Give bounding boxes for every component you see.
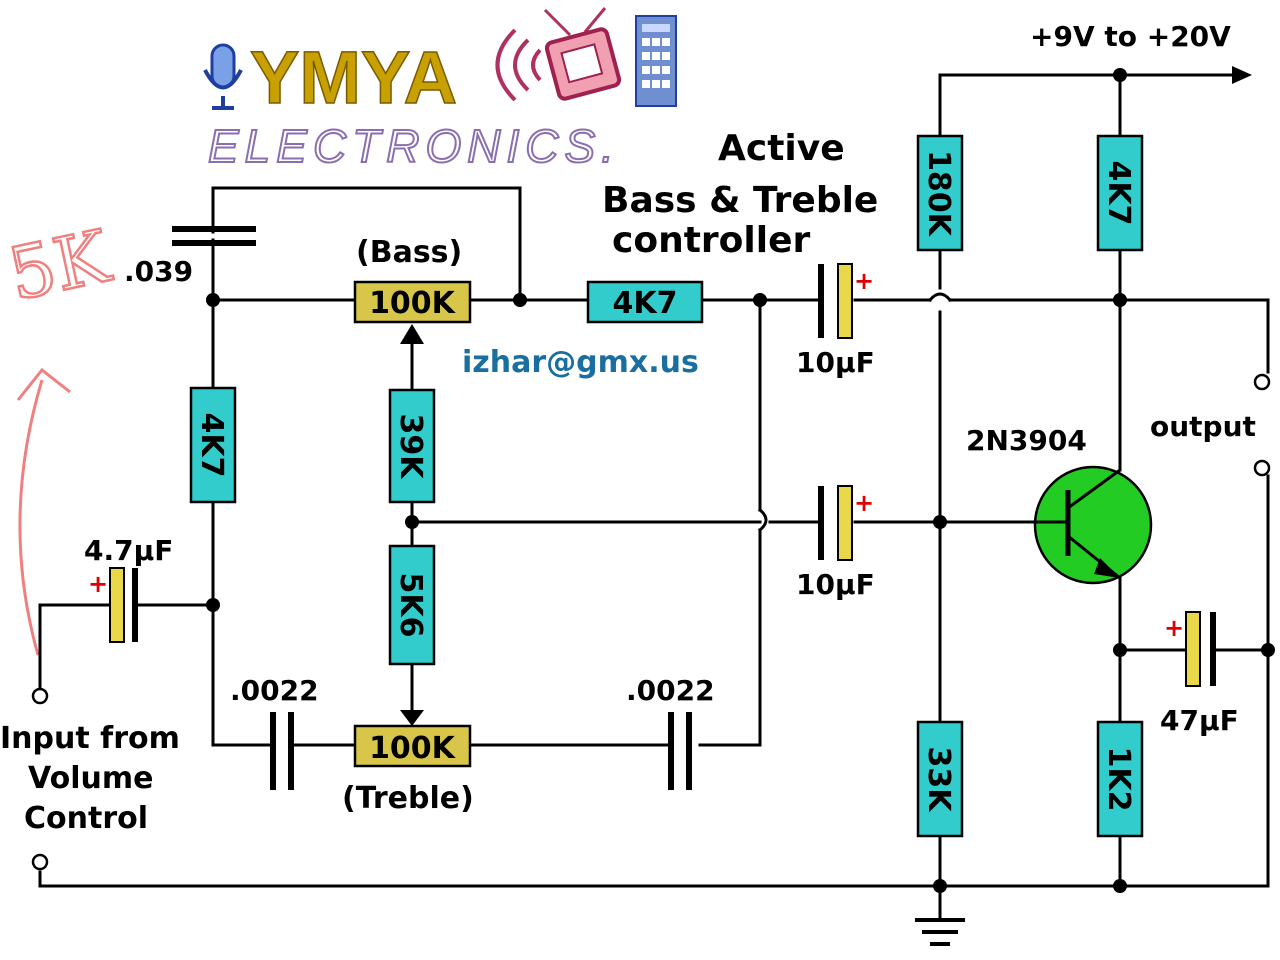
capacitor-47uf-label: 47µF: [1160, 704, 1239, 737]
resistor-5k6: 5K6: [388, 544, 436, 666]
arrow-up-icon: [16, 367, 71, 656]
capacitor-0022-right: .0022: [626, 674, 715, 790]
resistor-4k7-series-label: 4K7: [613, 286, 678, 321]
resistor-5k6-label: 5K6: [393, 573, 428, 638]
treble-pot-label: (Treble): [342, 781, 474, 816]
bass-wiper-arrow-icon: [400, 324, 424, 344]
logo: YMYA ELECTRONICS.: [203, 7, 677, 173]
resistor-180k: 180K: [916, 134, 964, 252]
input-label-line-1: Input from: [0, 721, 180, 756]
resistor-4k7-left: 4K7: [189, 386, 237, 504]
input-terminal-top: [31, 687, 49, 705]
resistor-180k-label: 180K: [921, 150, 956, 238]
input-label-line-2: Volume: [28, 761, 153, 796]
transistor-2n3904: 2N3904: [966, 424, 1153, 585]
resistor-39k: 39K: [388, 388, 436, 504]
annotation-5k: 5K: [1, 214, 117, 317]
resistor-4k7-series: 4K7: [586, 280, 704, 324]
emitter-arrow-icon: [1094, 558, 1120, 578]
polarity-plus: +: [854, 489, 874, 517]
resistor-4k7-collector-label: 4K7: [1101, 161, 1136, 226]
resistor-1k2: 1K2: [1096, 720, 1144, 838]
radio-waves-icon: [495, 28, 542, 102]
capacitor-039: .039: [124, 226, 256, 288]
title-line-1: Active: [718, 128, 845, 169]
resistor-39k-label: 39K: [393, 414, 428, 481]
treble-potentiometer: 100K (Treble): [342, 710, 474, 816]
polarity-plus: +: [1164, 614, 1184, 642]
capacitor-0022-left: .0022: [230, 674, 319, 790]
bass-potentiometer: (Bass) 100K: [353, 235, 472, 344]
supply-label: +9V to +20V: [1030, 20, 1231, 53]
supply-arrow-icon: [1232, 66, 1252, 84]
capacitor-10uf-mid-label: 10µF: [796, 568, 875, 601]
input-label-line-3: Control: [24, 801, 148, 836]
microphone-icon: [203, 43, 243, 110]
resistor-33k-label: 33K: [921, 747, 956, 814]
capacitor-0022-left-label: .0022: [230, 674, 319, 707]
capacitor-039-label: .039: [124, 255, 193, 288]
capacitor-10uf-top-label: 10µF: [796, 346, 875, 379]
remote-control-icon: [635, 15, 677, 107]
output-label: output: [1150, 410, 1256, 443]
polarity-plus: +: [88, 570, 108, 598]
bass-pot-value: 100K: [369, 286, 457, 321]
logo-subtitle: ELECTRONICS.: [208, 120, 620, 172]
title-line-3: controller: [612, 220, 810, 261]
ground-icon: [915, 884, 965, 946]
polarity-plus: +: [854, 267, 874, 295]
email-label: izhar@gmx.us: [462, 345, 699, 380]
capacitor-10uf-mid: + 10µF: [796, 485, 875, 601]
resistor-4k7-collector: 4K7: [1096, 134, 1144, 252]
output-terminal-top: [1253, 373, 1271, 391]
title-line-2: Bass & Treble: [602, 180, 878, 221]
capacitor-4-7uf-label: 4.7µF: [84, 534, 173, 567]
capacitor-10uf-top: + 10µF: [796, 263, 875, 379]
resistor-4k7-left-label: 4K7: [194, 413, 229, 478]
treble-pot-value: 100K: [369, 731, 457, 766]
capacitor-47uf: + 47µF: [1160, 611, 1239, 737]
transistor-label: 2N3904: [966, 424, 1087, 457]
treble-wiper-arrow-icon: [400, 710, 424, 726]
television-icon: [543, 7, 622, 101]
capacitor-4-7uf: + 4.7µF: [84, 534, 173, 643]
bass-pot-label: (Bass): [356, 235, 462, 270]
resistor-33k: 33K: [916, 720, 964, 838]
output-terminal-bottom: [1253, 459, 1271, 477]
resistor-1k2-label: 1K2: [1101, 747, 1136, 812]
logo-brand: YMYA: [250, 36, 457, 119]
input-terminal-bottom: [31, 853, 49, 871]
capacitor-0022-right-label: .0022: [626, 674, 715, 707]
